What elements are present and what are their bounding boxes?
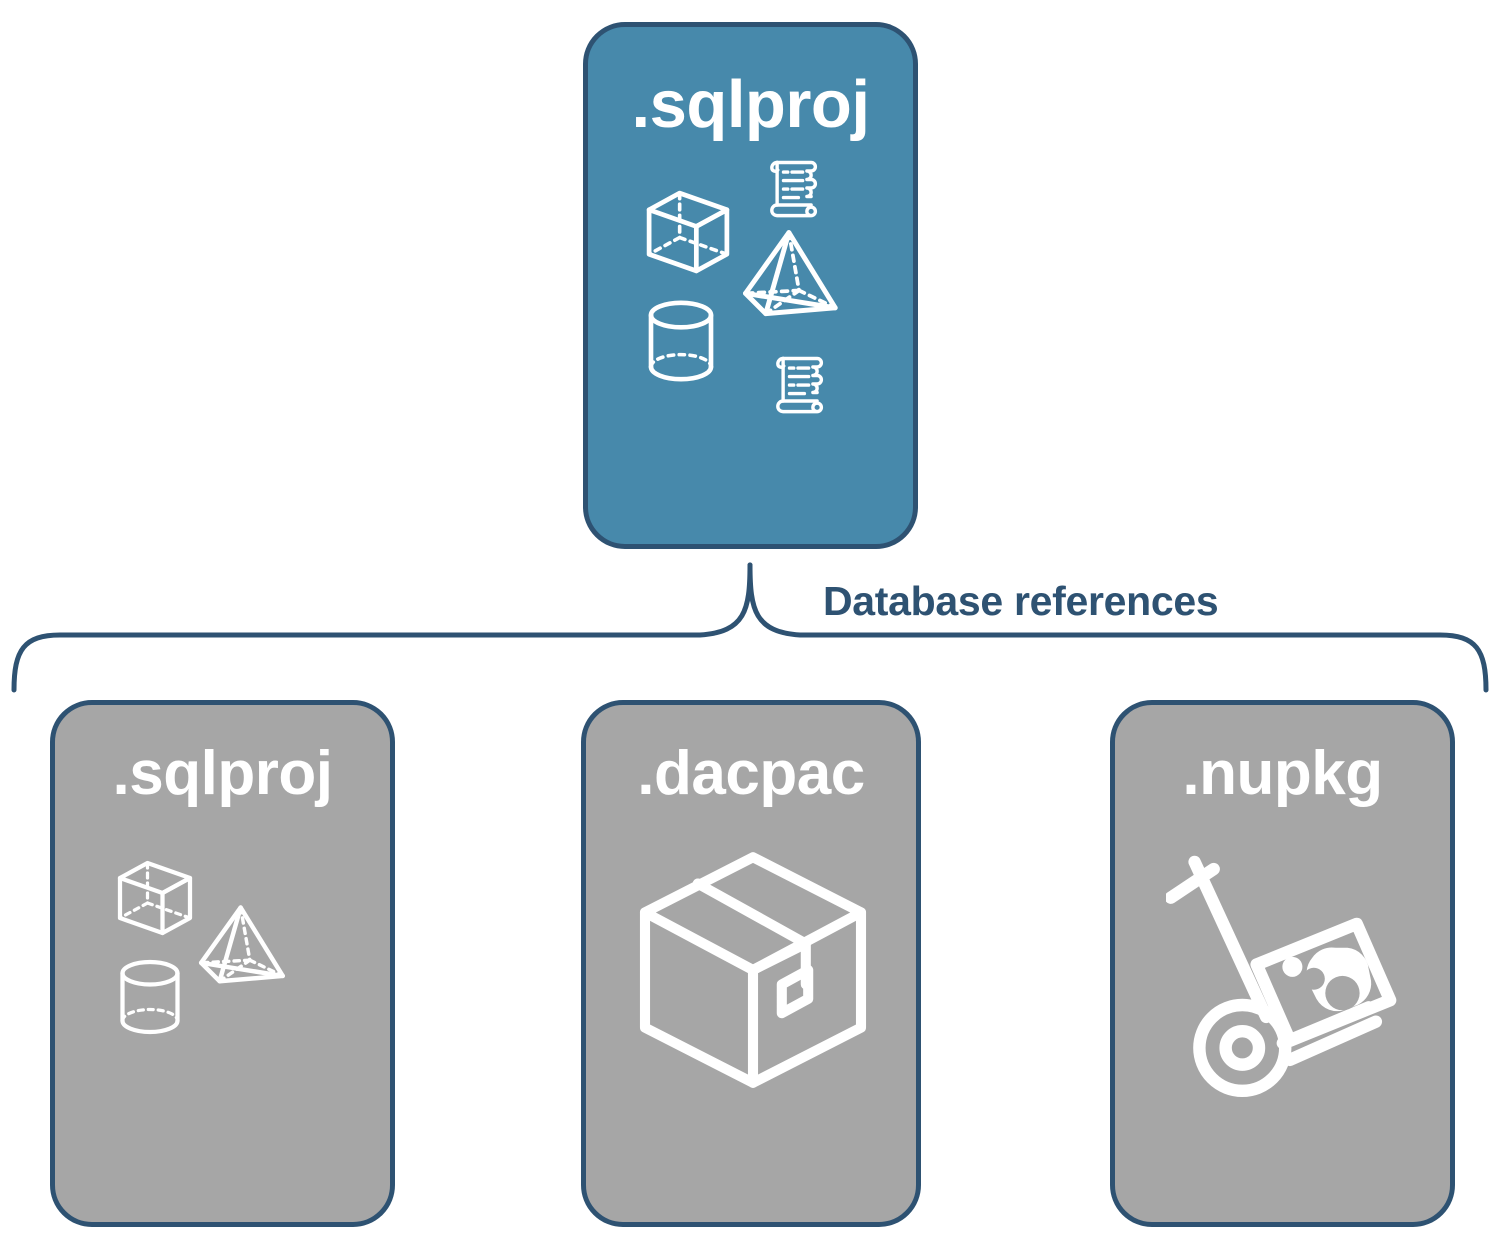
node-card-dacpac[interactable]: .dacpac xyxy=(581,700,921,1227)
scroll-script-icon xyxy=(769,160,817,218)
node-label-dacpac: .dacpac xyxy=(637,739,865,808)
child-sqlproj-icon-group xyxy=(88,825,358,1125)
node-label-nupkg: .nupkg xyxy=(1182,739,1383,808)
package-box-icon xyxy=(639,852,867,1088)
connector-label-database-references: Database references xyxy=(815,578,1227,625)
node-card-child-sqlproj[interactable]: .sqlproj xyxy=(50,700,395,1227)
cube-wireframe-icon xyxy=(646,190,729,274)
pyramid-wireframe-icon xyxy=(742,230,838,317)
node-label-child-sqlproj: .sqlproj xyxy=(112,739,333,808)
root-icon-group xyxy=(636,154,866,434)
cylinder-wireframe-icon xyxy=(648,300,713,382)
cylinder-wireframe-icon xyxy=(119,959,180,1035)
nupkg-icon-group xyxy=(1148,825,1418,1125)
pyramid-wireframe-icon xyxy=(198,905,285,984)
node-card-root-sqlproj[interactable]: .sqlproj xyxy=(583,22,918,549)
node-card-nupkg[interactable]: .nupkg xyxy=(1110,700,1455,1227)
database-references-brace xyxy=(11,562,1489,693)
hand-truck-nuget-icon xyxy=(1165,855,1396,1098)
cube-wireframe-icon xyxy=(117,860,192,936)
node-label-root-sqlproj: .sqlproj xyxy=(631,67,870,142)
scroll-script-icon xyxy=(775,356,823,414)
dacpac-icon-group xyxy=(616,825,886,1125)
